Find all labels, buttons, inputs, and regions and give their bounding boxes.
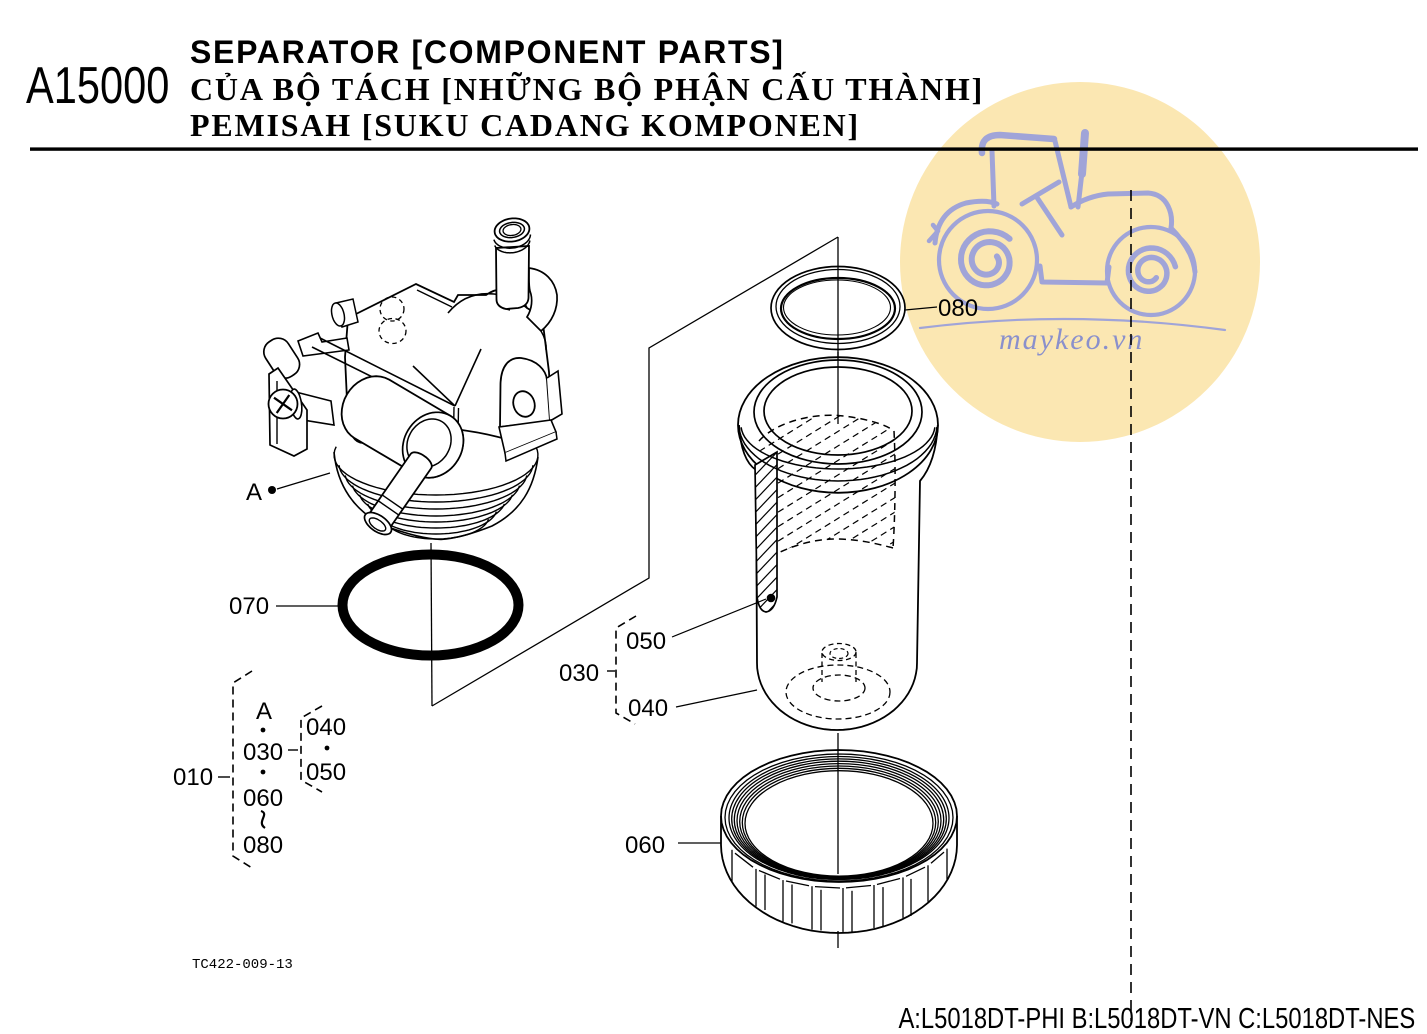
tractor-body-line	[1019, 179, 1062, 207]
title-english: SEPARATOR [COMPONENT PARTS]	[190, 34, 785, 70]
tree-item-080: 080	[243, 832, 284, 859]
section-code: A15000	[26, 56, 170, 115]
watermark-site-text: maykeo.vn	[999, 323, 1145, 356]
tractor-body-line	[1052, 138, 1074, 210]
tree-dot	[260, 727, 266, 733]
tractor-body-line	[989, 148, 997, 209]
tractor-body-line	[1168, 225, 1198, 275]
tree-sub-item-050: 050	[306, 759, 347, 786]
ref-a-dot	[268, 486, 276, 494]
title-vietnamese: CỦA BỘ TÁCH [NHỮNG BỘ PHẬN CẤU THÀNH]	[190, 71, 985, 107]
tractor-rear-spiral	[957, 228, 1013, 289]
oring-070-drawing	[337, 549, 524, 661]
tractor-ground-line	[918, 317, 1227, 332]
tree-root-label: 010	[173, 764, 214, 791]
tree-item-a: A	[256, 698, 273, 725]
tree-bracket-sub	[300, 705, 323, 793]
callout-080: 080	[938, 295, 979, 322]
tree-dot	[260, 769, 266, 775]
tractor-body-line	[1037, 263, 1112, 286]
tree-dot	[324, 745, 330, 751]
tree-item-060: 060	[243, 785, 284, 812]
callout-040: 040	[628, 695, 669, 722]
element-050-leader	[671, 598, 767, 638]
tree-sub-item-040: 040	[306, 714, 347, 741]
header-rule	[30, 147, 1418, 151]
tree-tilde	[260, 809, 266, 829]
tractor-rear-wheel	[936, 208, 1040, 312]
tractor-body-line	[1068, 190, 1175, 231]
tractor-body-line	[932, 198, 1000, 246]
ref-a-leader	[276, 472, 331, 490]
tractor-body-line	[1078, 129, 1089, 178]
head-centerline	[430, 542, 433, 707]
tractor-body-line	[1033, 193, 1065, 238]
figure-number: TC422-009-13	[192, 957, 293, 973]
bowl-drawing	[737, 356, 939, 731]
callout-060: 060	[625, 832, 666, 859]
callout-ref-a: A	[246, 479, 263, 506]
bowl-040-leader	[675, 689, 758, 708]
callout-050: 050	[626, 628, 667, 655]
panel-fold-line	[431, 236, 839, 707]
callout-030: 030	[559, 660, 600, 687]
tractor-front-spiral	[1125, 245, 1179, 294]
bowl-group-bracket	[615, 615, 637, 725]
callout-070: 070	[229, 593, 270, 620]
tree-bracket-main	[232, 670, 253, 869]
ring-nut-drawing	[720, 749, 958, 934]
tree-item-030: 030	[243, 739, 284, 766]
separator-head-drawing	[262, 217, 563, 541]
title-indonesian: PEMISAH [SUKU CADANG KOMPONEN]	[190, 107, 860, 143]
model-codes: A:L5018DT-PHI B:L5018DT-VN C:L5018DT-NES	[898, 1003, 1415, 1034]
